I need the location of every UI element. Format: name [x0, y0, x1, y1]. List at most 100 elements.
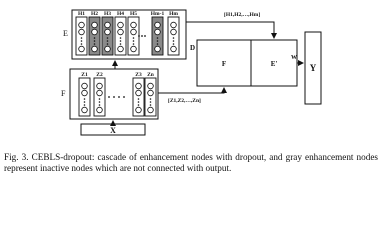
- h-neuron-3-last: [117, 45, 124, 53]
- box-f: [196, 39, 252, 87]
- z-neuron-0-last: [81, 106, 88, 114]
- z-ellipsis-dot-3-2: [149, 104, 152, 106]
- figure-caption: Fig. 3. CEBLS-dropout: cascade of enhanc…: [4, 152, 378, 173]
- h-neuron-1-0: [91, 21, 98, 29]
- z-node-label-2: Z3: [135, 72, 142, 78]
- z-gap-dot-2: [118, 96, 120, 98]
- h-node-label-5: Hm-1: [151, 11, 165, 17]
- z-column-1: [93, 77, 106, 117]
- z-to-f-arrow: [158, 87, 227, 94]
- h-column-6: [167, 16, 180, 56]
- h-node-label-4: H5: [130, 11, 137, 17]
- z-neuron-1-1: [96, 89, 103, 97]
- h-neuron-2-0: [104, 21, 111, 29]
- z-neuron-2-last: [135, 106, 142, 114]
- h-column-1: [88, 16, 101, 56]
- group-d-label: D: [190, 44, 195, 52]
- group-f-label: F: [61, 89, 66, 98]
- h-neuron-6-0: [170, 21, 177, 29]
- h-neuron-4-last: [130, 45, 137, 53]
- h-neuron-0-last: [78, 45, 85, 53]
- z-neuron-3-1: [147, 89, 154, 97]
- h-ellipsis-dot-1-1: [93, 40, 96, 42]
- h-ellipsis-dot-4-0: [132, 37, 135, 39]
- z-ellipsis-dot-2-2: [137, 104, 140, 106]
- h-neuron-2-last: [104, 45, 111, 53]
- h-ellipsis-dot-5-2: [156, 43, 159, 45]
- h-concat-label: [H1,H2,…,Hm]: [224, 12, 260, 18]
- h-node-label-6: Hm: [169, 11, 178, 17]
- h-ellipsis-dot-3-1: [119, 40, 122, 42]
- z-ellipsis-dot-2-0: [137, 98, 140, 100]
- h-neuron-0-0: [78, 21, 85, 29]
- z-ellipsis-dot-3-1: [149, 101, 152, 103]
- z-ellipsis-dot-0-0: [83, 98, 86, 100]
- z-gap-dot-0: [108, 96, 110, 98]
- h-column-2: [101, 16, 114, 56]
- h-ellipsis-dot-5-0: [156, 37, 159, 39]
- z-neuron-0-1: [81, 89, 88, 97]
- h-neuron-5-0: [154, 21, 161, 29]
- h-ellipsis-dot-3-0: [119, 37, 122, 39]
- h-neuron-5-last: [154, 45, 161, 53]
- h-neuron-3-1: [117, 28, 124, 36]
- h-column-5: [151, 16, 164, 56]
- h-neuron-5-1: [154, 28, 161, 36]
- box-e-prime-label: E': [271, 60, 278, 68]
- z-neuron-3-last: [147, 106, 154, 114]
- z-concat-label: [Z1,Z2,…,Zn]: [168, 98, 201, 104]
- h-ellipsis-dot-3-2: [119, 43, 122, 45]
- box-f-label: F: [222, 60, 226, 68]
- group-f-frame: [69, 68, 159, 120]
- z-ellipsis-dot-3-0: [149, 98, 152, 100]
- h-neuron-4-0: [130, 21, 137, 29]
- h-node-label-3: H4: [117, 11, 124, 17]
- z-gap-dot-3: [123, 96, 125, 98]
- output-y-label: Y: [310, 63, 317, 73]
- z-node-label-0: Z1: [81, 72, 88, 78]
- z-ellipsis-dot-0-1: [83, 101, 86, 103]
- h-node-label-1: H2: [91, 11, 98, 17]
- z-ellipsis-dot-2-1: [137, 101, 140, 103]
- z-ellipsis-dot-0-2: [83, 104, 86, 106]
- output-y-box: [304, 31, 322, 105]
- h-node-label-2: H3: [104, 11, 111, 17]
- z-gap-dot-1: [113, 96, 115, 98]
- h-ellipsis-dot-5-1: [156, 40, 159, 42]
- h-ellipsis-dot-6-2: [172, 43, 175, 45]
- z-ellipsis-dot-1-1: [98, 101, 101, 103]
- z-neuron-0-0: [81, 82, 88, 90]
- z-neuron-1-0: [96, 82, 103, 90]
- z-column-3: [144, 77, 157, 117]
- h-ellipsis-dot-0-2: [80, 43, 83, 45]
- group-e-label: E: [63, 29, 68, 38]
- h-gap-dot-0: [138, 35, 140, 37]
- z-node-label-1: Z2: [96, 72, 103, 78]
- h-neuron-6-1: [170, 28, 177, 36]
- h-neuron-3-0: [117, 21, 124, 29]
- h-ellipsis-dot-0-0: [80, 37, 83, 39]
- h-ellipsis-dot-4-1: [132, 40, 135, 42]
- z-column-2: [132, 77, 145, 117]
- z-node-label-3: Zn: [147, 72, 154, 78]
- h-neuron-1-last: [91, 45, 98, 53]
- h-neuron-4-1: [130, 28, 137, 36]
- h-ellipsis-dot-1-0: [93, 37, 96, 39]
- h-ellipsis-dot-2-1: [106, 40, 109, 42]
- h-column-0: [75, 16, 88, 56]
- h-ellipsis-dot-4-2: [132, 43, 135, 45]
- h-gap-dot-1: [141, 35, 143, 37]
- h-neuron-2-1: [104, 28, 111, 36]
- h-ellipsis-dot-2-2: [106, 43, 109, 45]
- feature-node-group: Z1 Z2 Z3 Zn: [78, 72, 157, 117]
- z-ellipsis-dot-1-0: [98, 98, 101, 100]
- group-e-frame: [71, 9, 187, 60]
- weight-label: W: [291, 55, 297, 61]
- h-neuron-0-1: [78, 28, 85, 36]
- z-ellipsis-dot-1-2: [98, 104, 101, 106]
- h-neuron-1-1: [91, 28, 98, 36]
- h-gap-dot-2: [144, 35, 146, 37]
- h-neuron-6-last: [170, 45, 177, 53]
